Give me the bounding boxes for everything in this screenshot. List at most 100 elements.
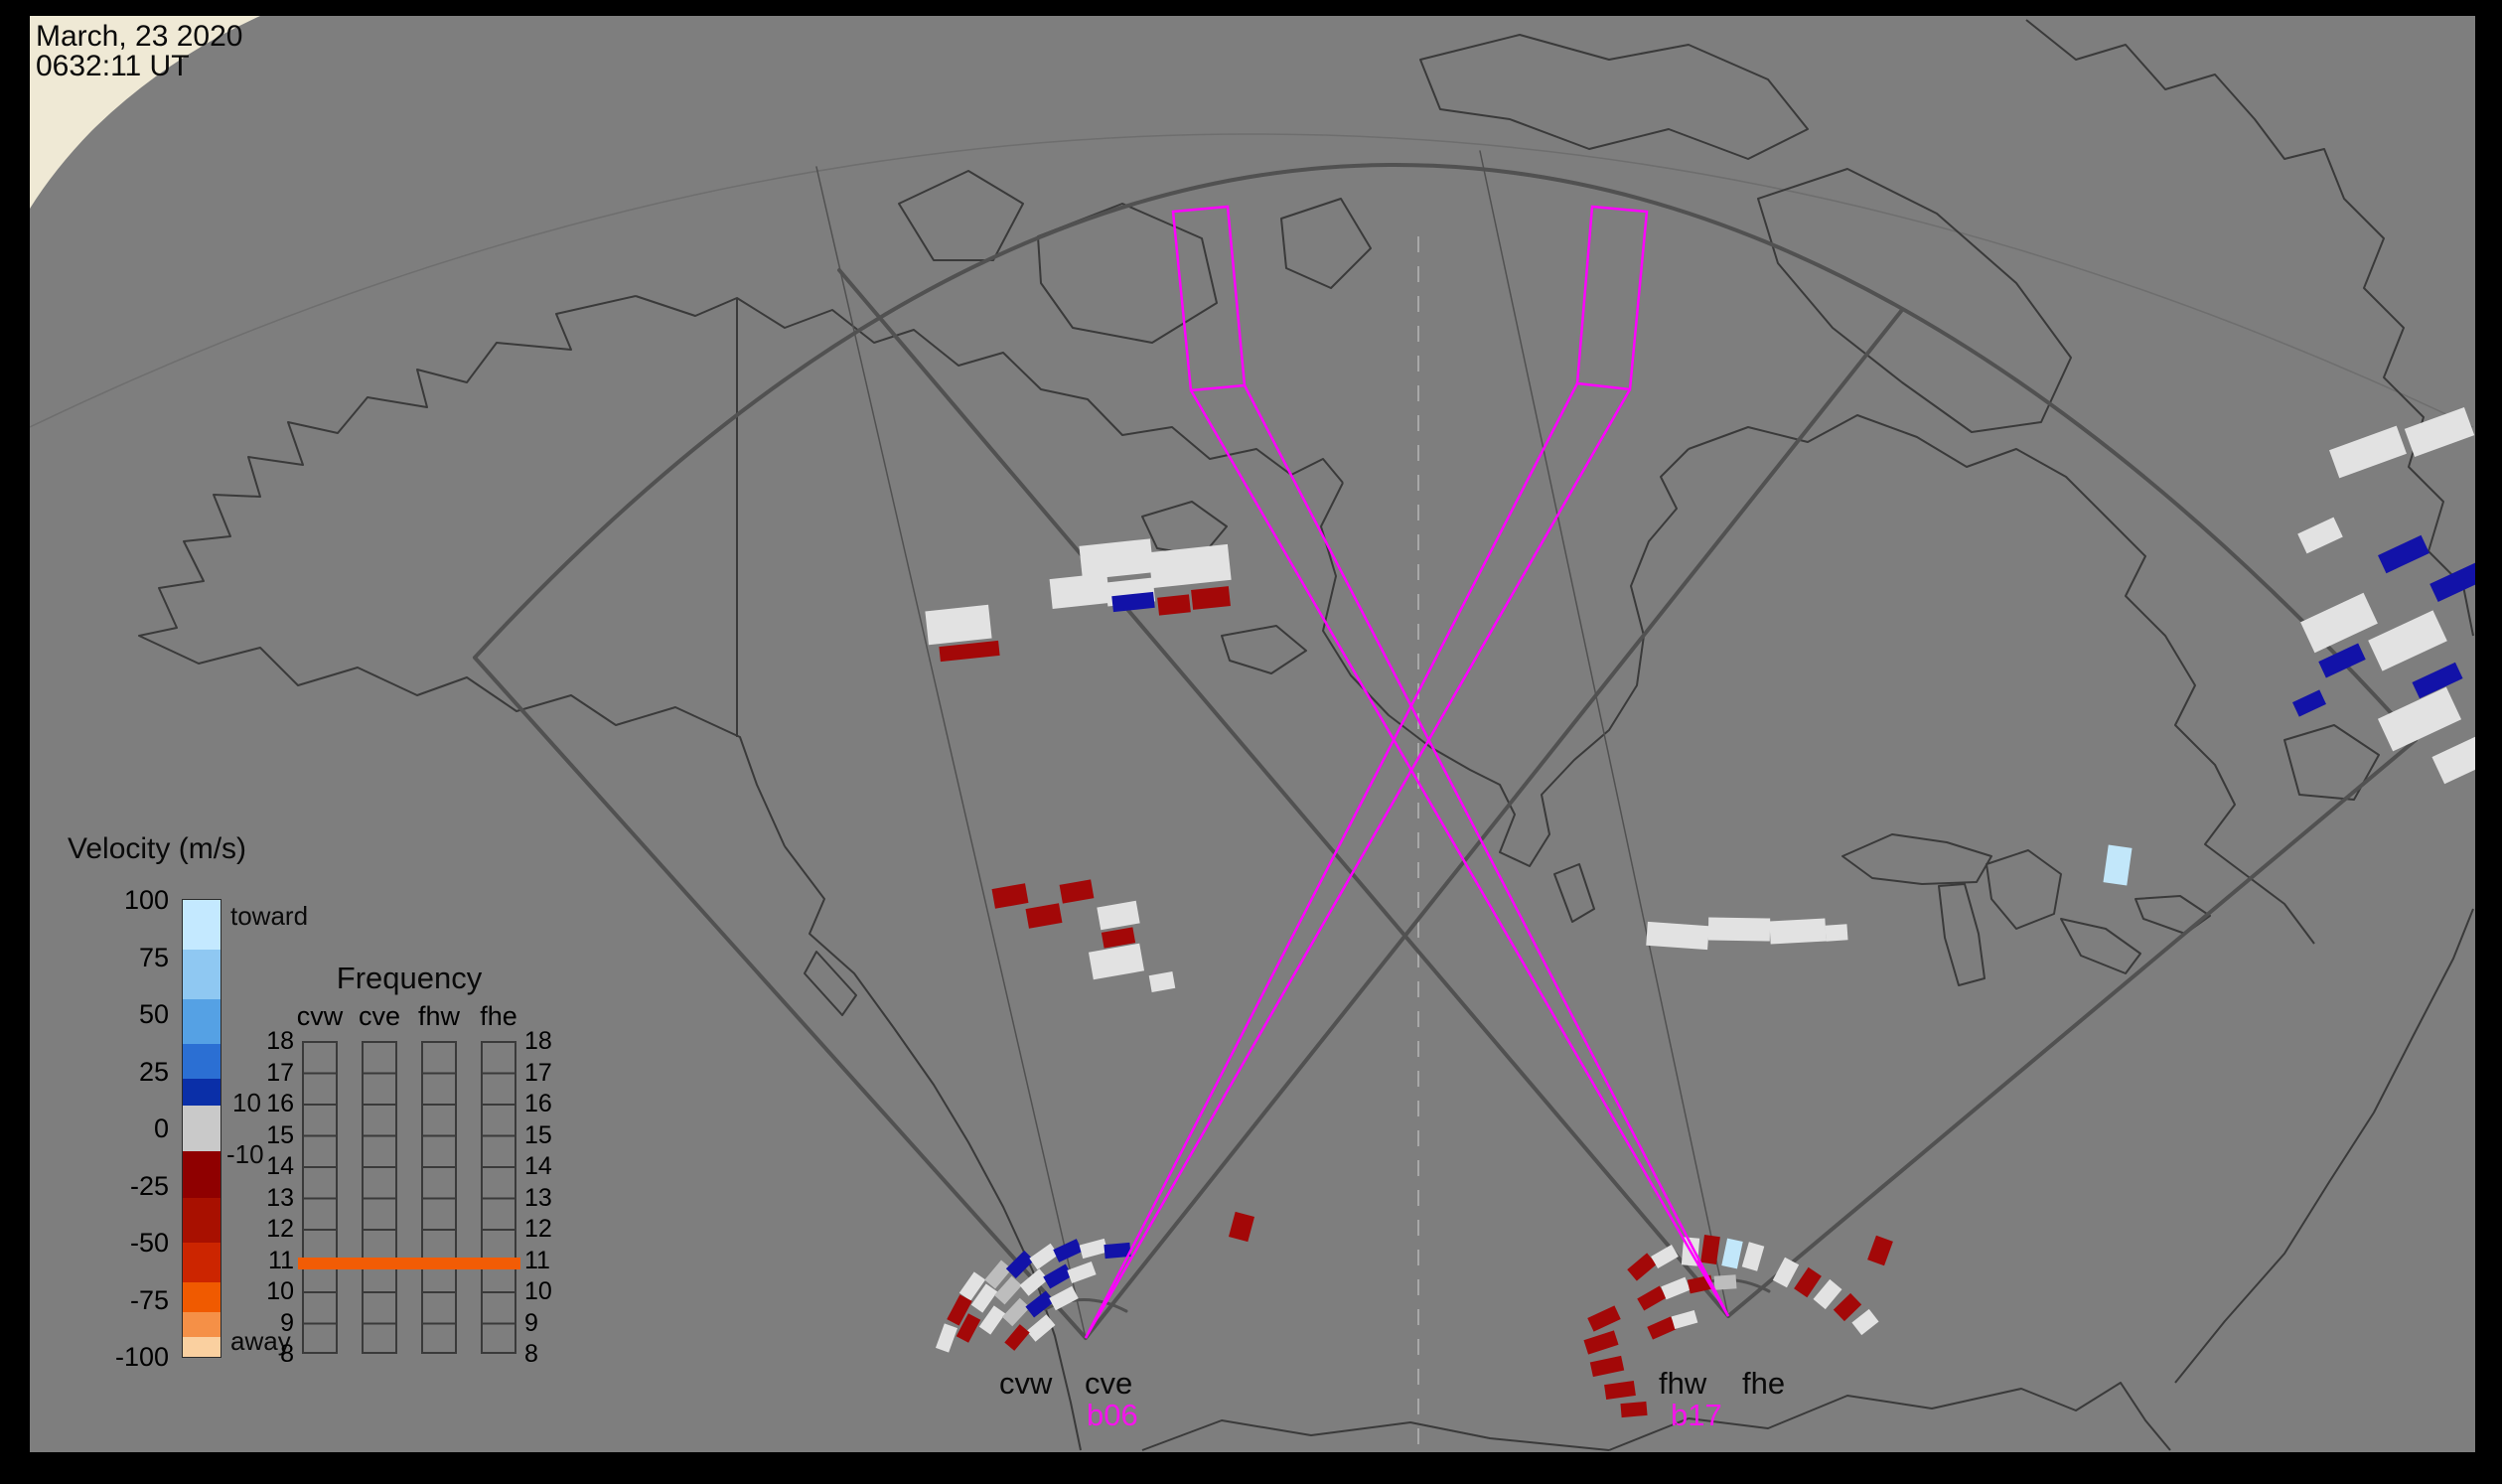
velocity-cell <box>2404 406 2475 458</box>
velocity-cell <box>1025 1290 1055 1318</box>
lake-huron <box>1986 849 2062 930</box>
freq-col-header: fhe <box>480 1001 517 1031</box>
freq-scale-right: 11 <box>524 1246 550 1274</box>
velocity-cell <box>978 1305 1006 1335</box>
frequency-title: Frequency <box>336 961 483 995</box>
velocity-cell <box>1713 1274 1737 1290</box>
velocity-cell <box>1002 1297 1030 1327</box>
velocity-cell <box>1627 1253 1657 1281</box>
colorbar-segment <box>183 1337 221 1357</box>
freq-scale-left: 8 <box>280 1340 294 1368</box>
velocity-cell <box>947 1294 972 1326</box>
velocity-cell <box>2429 561 2475 603</box>
velocity-cell <box>958 1271 986 1301</box>
atlantic-coast <box>2174 908 2474 1384</box>
velocity-cell <box>1646 921 1709 951</box>
colorbar-segment <box>183 1312 221 1337</box>
freq-column <box>421 1041 457 1354</box>
velocity-cell <box>1043 1263 1073 1289</box>
velocity-cell <box>1851 1308 1879 1336</box>
colorbar-toward-label: toward <box>230 901 309 931</box>
velocity-cell <box>1833 1292 1862 1322</box>
velocity-cell <box>1059 879 1095 904</box>
great-slave-lake <box>1221 625 1307 674</box>
coastlines <box>138 19 2474 1451</box>
velocity-cell <box>2329 425 2407 479</box>
colorbar-segment <box>183 1106 221 1151</box>
velocity-cell <box>1228 1211 1255 1243</box>
date-label: March, 23 2020 <box>36 20 243 53</box>
velocity-cell <box>1026 1314 1056 1342</box>
time-label: 0632:11 UT <box>36 50 190 82</box>
velocity-cell <box>1097 900 1140 931</box>
velocity-cell <box>2378 534 2429 574</box>
velocity-cell <box>1707 917 1771 942</box>
velocity-cell <box>1157 594 1191 616</box>
velocity-cell <box>2297 517 2343 554</box>
alaska-coast <box>138 295 786 847</box>
velocity-cell <box>1101 927 1136 949</box>
velocity-cell <box>1741 1242 1765 1271</box>
velocity-cell <box>1005 1250 1035 1279</box>
colorbar-segment <box>183 999 221 1044</box>
colorbar-tick: 75 <box>138 942 169 972</box>
arctic-coast <box>635 295 1344 484</box>
velocity-cell <box>1104 1242 1131 1260</box>
colorbar-upper-threshold: 10 <box>232 1088 261 1117</box>
velocity-cell <box>1029 1243 1059 1270</box>
velocity-cell <box>2318 643 2366 678</box>
velocity-cell <box>1700 1235 1720 1264</box>
station-label-cve: cve <box>1085 1366 1133 1401</box>
velocity-cell <box>2431 731 2475 785</box>
colorbar-tick: 0 <box>153 1113 169 1143</box>
velocity-cell <box>1025 903 1063 929</box>
beam-b17 <box>1171 205 1730 1317</box>
colorbar-bar <box>182 899 221 1358</box>
hudson-bay <box>1320 448 1690 867</box>
freq-col-header: cvw <box>296 1001 344 1031</box>
velocity-cell <box>1825 924 1848 942</box>
gulf-coast <box>1608 1382 2171 1451</box>
velocity-cell <box>991 883 1029 909</box>
velocity-cell <box>925 604 992 646</box>
freq-scale-left: 11 <box>268 1246 294 1274</box>
velocity-cell <box>1637 1285 1667 1311</box>
colorbar-segment <box>183 900 221 950</box>
velocity-cell <box>970 1283 998 1313</box>
velocity-cell <box>1721 1238 1743 1269</box>
banks-island <box>898 170 1024 261</box>
colorbar-tick: 25 <box>138 1056 169 1087</box>
freq-scale-left: 17 <box>266 1058 294 1087</box>
velocity-cell <box>1088 943 1145 980</box>
velocity-cell <box>1004 1324 1030 1351</box>
freq-scale-right: 13 <box>524 1183 552 1212</box>
radar-fov-outlines <box>473 150 2418 1340</box>
baffin-island <box>1757 168 2072 433</box>
newfoundland <box>2283 724 2380 801</box>
velocity-cell <box>1079 1238 1108 1260</box>
freq-scale-right: 12 <box>524 1215 552 1243</box>
freq-column <box>302 1041 338 1354</box>
velocity-cell <box>1587 1305 1621 1332</box>
lake-erie <box>2060 918 2141 974</box>
velocity-cell <box>1772 1257 1800 1288</box>
colorbar-tick: -50 <box>129 1228 169 1258</box>
velocity-cell <box>1049 1285 1079 1311</box>
freq-scale-right: 10 <box>524 1277 552 1305</box>
velocity-cell <box>984 1260 1012 1289</box>
beam-label-b17: b17 <box>1671 1398 1722 1432</box>
velocity-cell <box>2412 662 2463 699</box>
velocity-cell <box>1148 543 1232 589</box>
freq-scale-right: 16 <box>524 1090 552 1117</box>
beam-b06 <box>1084 205 1649 1339</box>
colorbar-segment <box>183 1079 221 1106</box>
velocity-cell <box>935 1323 958 1353</box>
freq-scale-right: 8 <box>524 1340 538 1368</box>
freq-scale-left: 9 <box>280 1308 294 1337</box>
great-bear-lake <box>1141 501 1228 557</box>
colorbar-away-label: away <box>230 1326 291 1356</box>
velocity-cell <box>1604 1380 1636 1401</box>
pacific-coast <box>784 845 1082 1451</box>
greenland-coast <box>2025 19 2474 637</box>
